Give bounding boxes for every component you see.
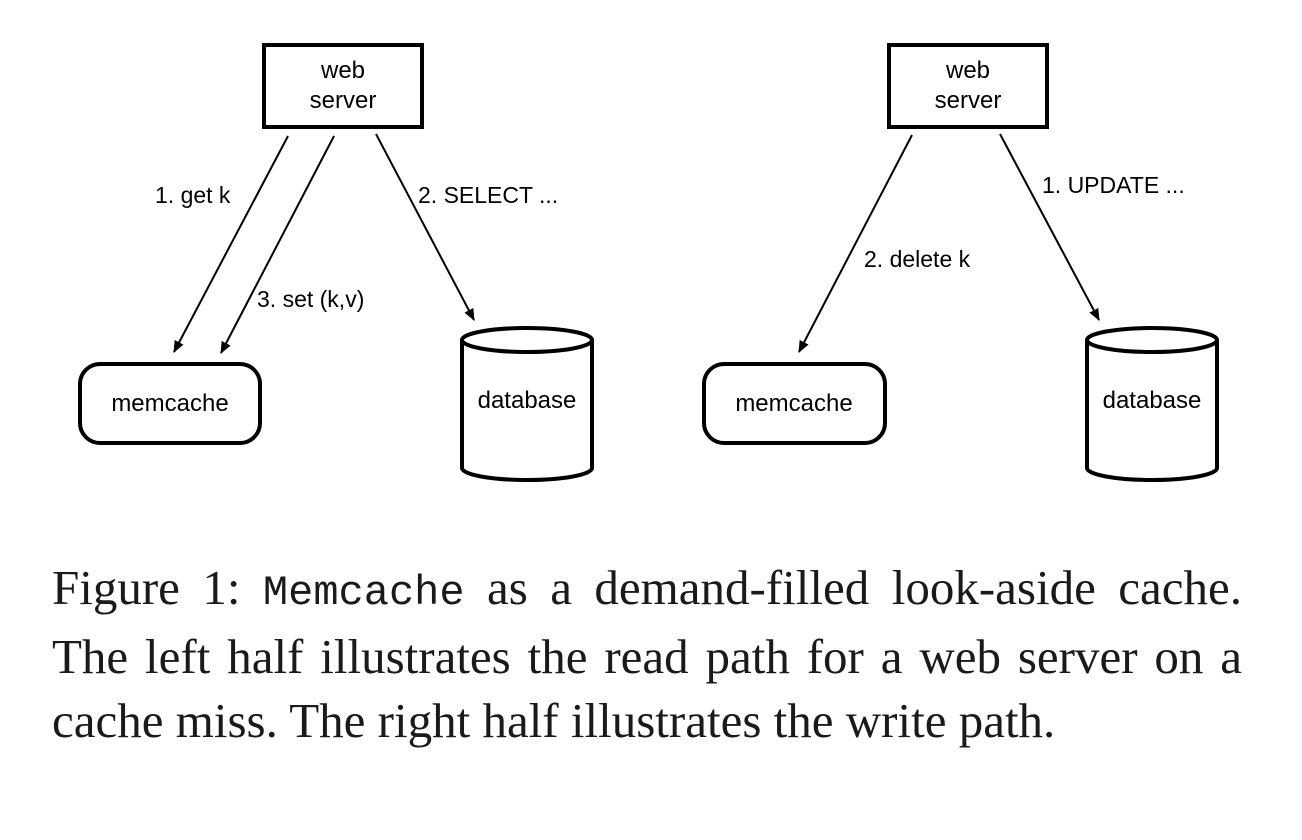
left-web-server-label-line1: web [320,57,365,84]
select-arrow [375,133,475,321]
figure-caption: Figure 1: Memcache as a demand-filled lo… [52,556,1242,753]
read-path-diagram: web server memcache database 1. get k 2.… [78,43,594,482]
delete-arrow [798,134,913,353]
delete-edge-label: 2. delete k [864,246,971,272]
right-web-server-label-line1: web [945,57,990,84]
right-web-server-label-line2: server [935,87,1002,114]
get-arrow [173,135,289,353]
caption-label: Figure 1: [52,560,241,615]
update-arrow [999,133,1100,321]
left-database-node: database [460,326,594,482]
get-edge-label: 1. get k [155,182,231,208]
write-path-diagram: web server memcache database 1. UPDATE .… [702,43,1219,482]
select-edge-label: 2. SELECT ... [418,182,558,208]
set-edge-label: 3. set (k,v) [257,286,364,312]
caption-text: as a demand-filled look-aside cache. The… [52,560,1242,748]
left-database-label: database [478,387,577,414]
right-database-label: database [1103,387,1202,414]
right-database-node: database [1085,326,1219,482]
left-web-server-label-line2: server [310,87,377,114]
left-web-server-node: web server [262,43,424,129]
left-memcache-node: memcache [78,362,262,445]
caption-code-term: Memcache [262,569,465,617]
set-arrow [220,135,335,354]
right-memcache-node: memcache [702,362,887,445]
right-web-server-node: web server [887,43,1049,129]
left-memcache-label: memcache [111,390,228,417]
right-memcache-label: memcache [735,390,852,417]
update-edge-label: 1. UPDATE ... [1042,172,1185,198]
architecture-diagram: web server memcache database 1. get k 2.… [78,43,1219,482]
